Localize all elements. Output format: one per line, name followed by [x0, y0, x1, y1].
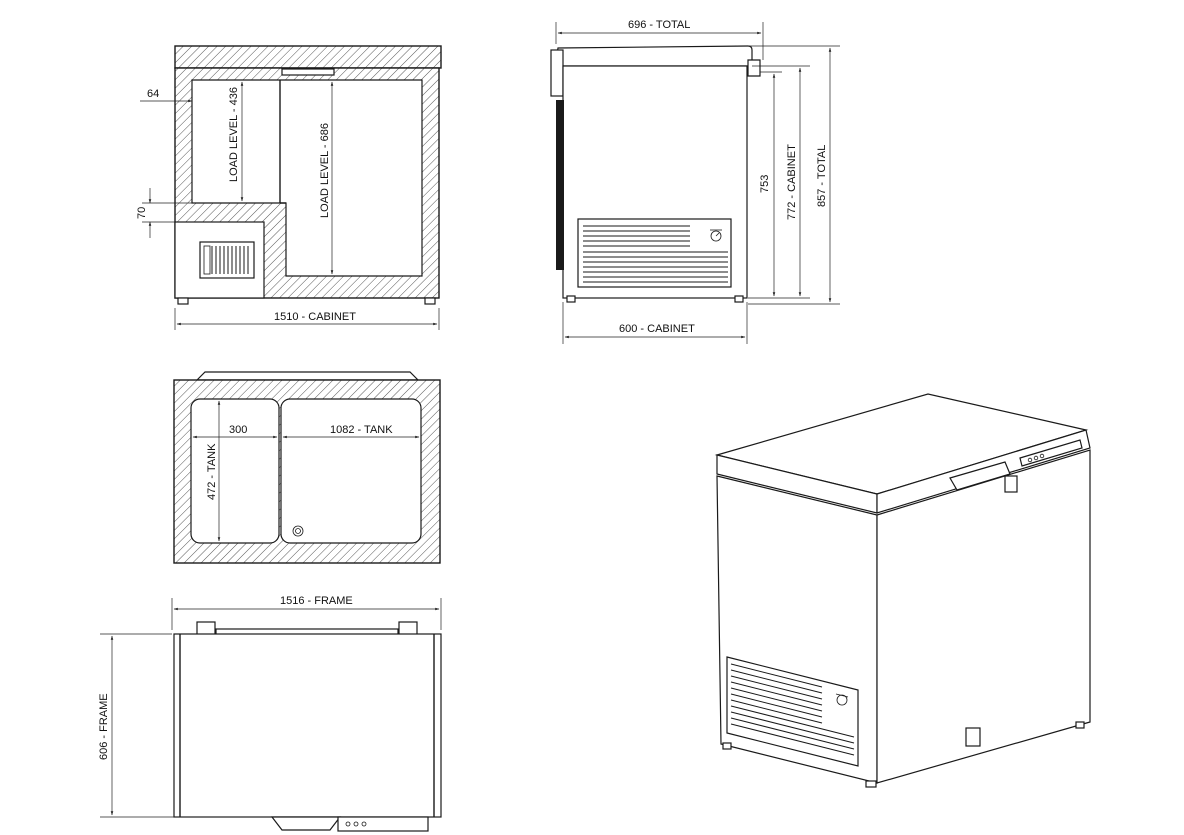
temperature-gauge-icon — [835, 693, 849, 706]
side-view: 696 - TOTAL 600 - CABINET 753 772 - CABI… — [550, 19, 840, 344]
dim-total-depth-label: 696 - TOTAL — [628, 19, 690, 31]
side-vent-panel — [577, 218, 732, 288]
isometric-view — [714, 393, 1091, 788]
compressor — [199, 241, 255, 279]
dim-tank-depth-label: 472 - TANK — [206, 443, 218, 500]
dim-large-tank-label: 1082 - TANK — [330, 424, 393, 436]
dim-total-height-label: 857 - TOTAL — [816, 145, 828, 207]
top-handle — [270, 816, 342, 831]
side-lock — [747, 59, 761, 77]
dim-frame-depth-label: 606 - FRAME — [98, 693, 110, 760]
side-lid — [555, 45, 753, 67]
top-control-panel — [337, 816, 429, 832]
top-section-view: 300 1082 - TANK 472 - TANK — [173, 371, 441, 564]
front-section-view: 64 70 LOAD LEVEL - 436 LOAD LEVEL - 686 … — [136, 45, 442, 330]
side-condenser — [556, 100, 564, 270]
large-tank — [280, 398, 422, 544]
iso-vent-grille — [730, 663, 855, 756]
dim-cabinet-width-label: 1510 - CABINET — [274, 311, 356, 323]
top-view: 1516 - FRAME 606 - FRAME — [98, 595, 442, 832]
iso-drain — [965, 727, 981, 747]
dim-inner-height-label: 753 — [759, 175, 771, 193]
temperature-gauge-icon — [710, 229, 722, 242]
dim-frame-width-label: 1516 - FRAME — [280, 595, 353, 607]
dim-load-level-686-label: LOAD LEVEL - 686 — [319, 123, 331, 218]
lid-section — [174, 45, 442, 69]
top-lid — [173, 633, 442, 818]
small-tank — [190, 398, 280, 544]
iso-vent-panel — [726, 656, 859, 767]
lid-handle — [281, 68, 335, 76]
drain-plug-icon — [292, 525, 304, 537]
iso-cabinet-right — [876, 449, 1091, 784]
dim-small-tank-label: 300 — [229, 424, 247, 436]
dim-cabinet-height-label: 772 - CABINET — [786, 144, 798, 220]
iso-lid-handle — [949, 461, 1011, 491]
side-vent-grille — [583, 225, 728, 283]
iso-lock — [1004, 475, 1018, 493]
side-hinge — [550, 49, 564, 97]
dim-70-label: 70 — [136, 207, 148, 219]
dim-64-label: 64 — [147, 88, 159, 100]
dim-load-level-436-label: LOAD LEVEL - 436 — [228, 87, 240, 182]
dim-cabinet-depth-label: 600 - CABINET — [619, 323, 695, 335]
